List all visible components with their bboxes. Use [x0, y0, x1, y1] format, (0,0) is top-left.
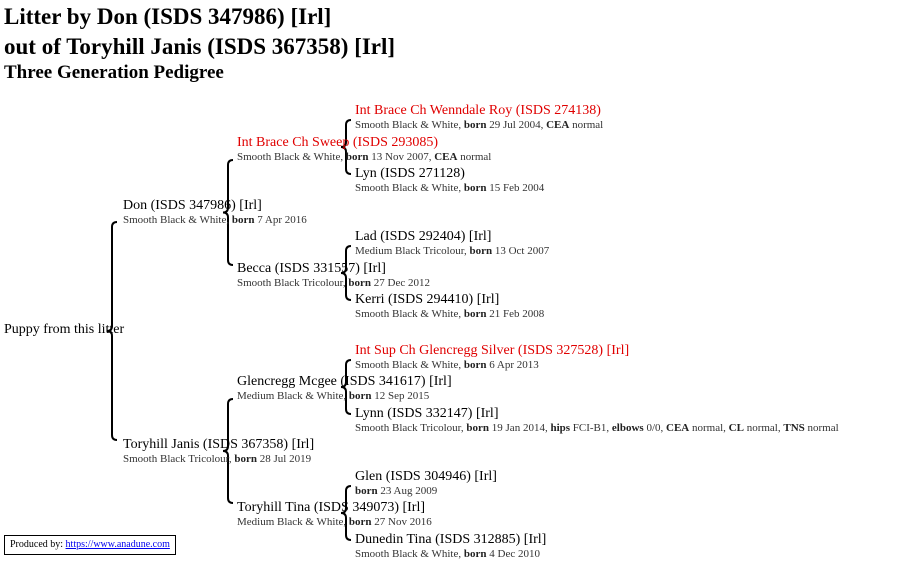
sire-dam-sire-node: Lad (ISDS 292404) [Irl] Medium Black Tri…: [355, 229, 549, 258]
sire-sire-dam-name: Lyn (ISDS 271128): [355, 166, 465, 181]
sire-dam-sire-name: Lad (ISDS 292404) [Irl]: [355, 229, 492, 244]
sire-details: Smooth Black & White, born 7 Apr 2016: [123, 214, 307, 226]
sire-sire-sire-name: Int Brace Ch Wenndale Roy (ISDS 274138): [355, 103, 601, 118]
sire-sire-sire-node: Int Brace Ch Wenndale Roy (ISDS 274138) …: [355, 103, 603, 132]
sire-sire-dam-details: Smooth Black & White, born 15 Feb 2004: [355, 182, 545, 194]
sire-sire-details: Smooth Black & White, born 13 Nov 2007, …: [237, 151, 492, 163]
page-title-line2: out of Toryhill Janis (ISDS 367358) [Irl…: [4, 34, 396, 59]
brace-mcgee-parents: [340, 359, 352, 415]
produced-by-box: Produced by: https://www.anadune.com: [4, 535, 176, 555]
sire-sire-sire-details: Smooth Black & White, born 29 Jul 2004, …: [355, 119, 604, 131]
sire-dam-name: Becca (ISDS 331557) [Irl]: [237, 261, 386, 276]
sire-dam-dam-node: Kerri (ISDS 294410) [Irl] Smooth Black &…: [355, 292, 544, 321]
sire-node: Don (ISDS 347986) [Irl] Smooth Black & W…: [123, 198, 307, 227]
sire-sire-dam-node: Lyn (ISDS 271128) Smooth Black & White, …: [355, 166, 544, 195]
dam-sire-node: Glencregg Mcgee (ISDS 341617) [Irl] Medi…: [237, 374, 452, 403]
dam-dam-dam-name: Dunedin Tina (ISDS 312885) [Irl]: [355, 532, 547, 547]
brace-sweep-parents: [340, 119, 352, 175]
dam-sire-dam-name: Lynn (ISDS 332147) [Irl]: [355, 406, 499, 421]
dam-dam-dam-details: Smooth Black & White, born 4 Dec 2010: [355, 548, 540, 560]
anadune-link[interactable]: https://www.anadune.com: [65, 539, 170, 550]
brace-parents: [106, 221, 118, 441]
sire-dam-dam-details: Smooth Black & White, born 21 Feb 2008: [355, 308, 545, 320]
dam-sire-dam-node: Lynn (ISDS 332147) [Irl] Smooth Black Tr…: [355, 406, 839, 435]
sire-dam-dam-name: Kerri (ISDS 294410) [Irl]: [355, 292, 500, 307]
dam-details: Smooth Black Tricolour, born 28 Jul 2019: [123, 453, 312, 465]
brace-sire-parents: [222, 159, 234, 266]
produced-by-label: Produced by:: [10, 539, 64, 550]
sire-dam-sire-details: Medium Black Tricolour, born 13 Oct 2007: [355, 245, 550, 257]
dam-name: Toryhill Janis (ISDS 367358) [Irl]: [123, 437, 315, 452]
dam-dam-details: Medium Black & White, born 27 Nov 2016: [237, 516, 432, 528]
dam-node: Toryhill Janis (ISDS 367358) [Irl] Smoot…: [123, 437, 314, 466]
dam-sire-sire-name: Int Sup Ch Glencregg Silver (ISDS 327528…: [355, 343, 630, 358]
sire-dam-node: Becca (ISDS 331557) [Irl] Smooth Black T…: [237, 261, 430, 290]
brace-dam-parents: [222, 398, 234, 504]
dam-dam-dam-node: Dunedin Tina (ISDS 312885) [Irl] Smooth …: [355, 532, 546, 561]
sire-sire-name: Int Brace Ch Sweep (ISDS 293085): [237, 135, 439, 150]
dam-dam-sire-node: Glen (ISDS 304946) [Irl] born 23 Aug 200…: [355, 469, 497, 498]
dam-sire-dam-details: Smooth Black Tricolour, born 19 Jan 2014…: [355, 422, 839, 434]
sire-sire-node: Int Brace Ch Sweep (ISDS 293085) Smooth …: [237, 135, 491, 164]
sire-name: Don (ISDS 347986) [Irl]: [123, 198, 262, 213]
dam-sire-sire-node: Int Sup Ch Glencregg Silver (ISDS 327528…: [355, 343, 629, 372]
puppy-label: Puppy from this litter: [4, 322, 125, 337]
dam-dam-name: Toryhill Tina (ISDS 349073) [Irl]: [237, 500, 426, 515]
page-title-line1: Litter by Don (ISDS 347986) [Irl]: [4, 4, 332, 29]
dam-sire-name: Glencregg Mcgee (ISDS 341617) [Irl]: [237, 374, 452, 389]
dam-sire-sire-details: Smooth Black & White, born 6 Apr 2013: [355, 359, 539, 371]
sire-dam-details: Smooth Black Tricolour, born 27 Dec 2012: [237, 277, 430, 289]
page-subtitle: Three Generation Pedigree: [4, 62, 224, 83]
dam-dam-sire-name: Glen (ISDS 304946) [Irl]: [355, 469, 497, 484]
dam-dam-node: Toryhill Tina (ISDS 349073) [Irl] Medium…: [237, 500, 432, 529]
brace-becca-parents: [340, 245, 352, 301]
dam-sire-details: Medium Black & White, born 12 Sep 2015: [237, 390, 430, 402]
brace-tina-parents: [340, 485, 352, 541]
dam-dam-sire-details: born 23 Aug 2009: [355, 485, 438, 497]
